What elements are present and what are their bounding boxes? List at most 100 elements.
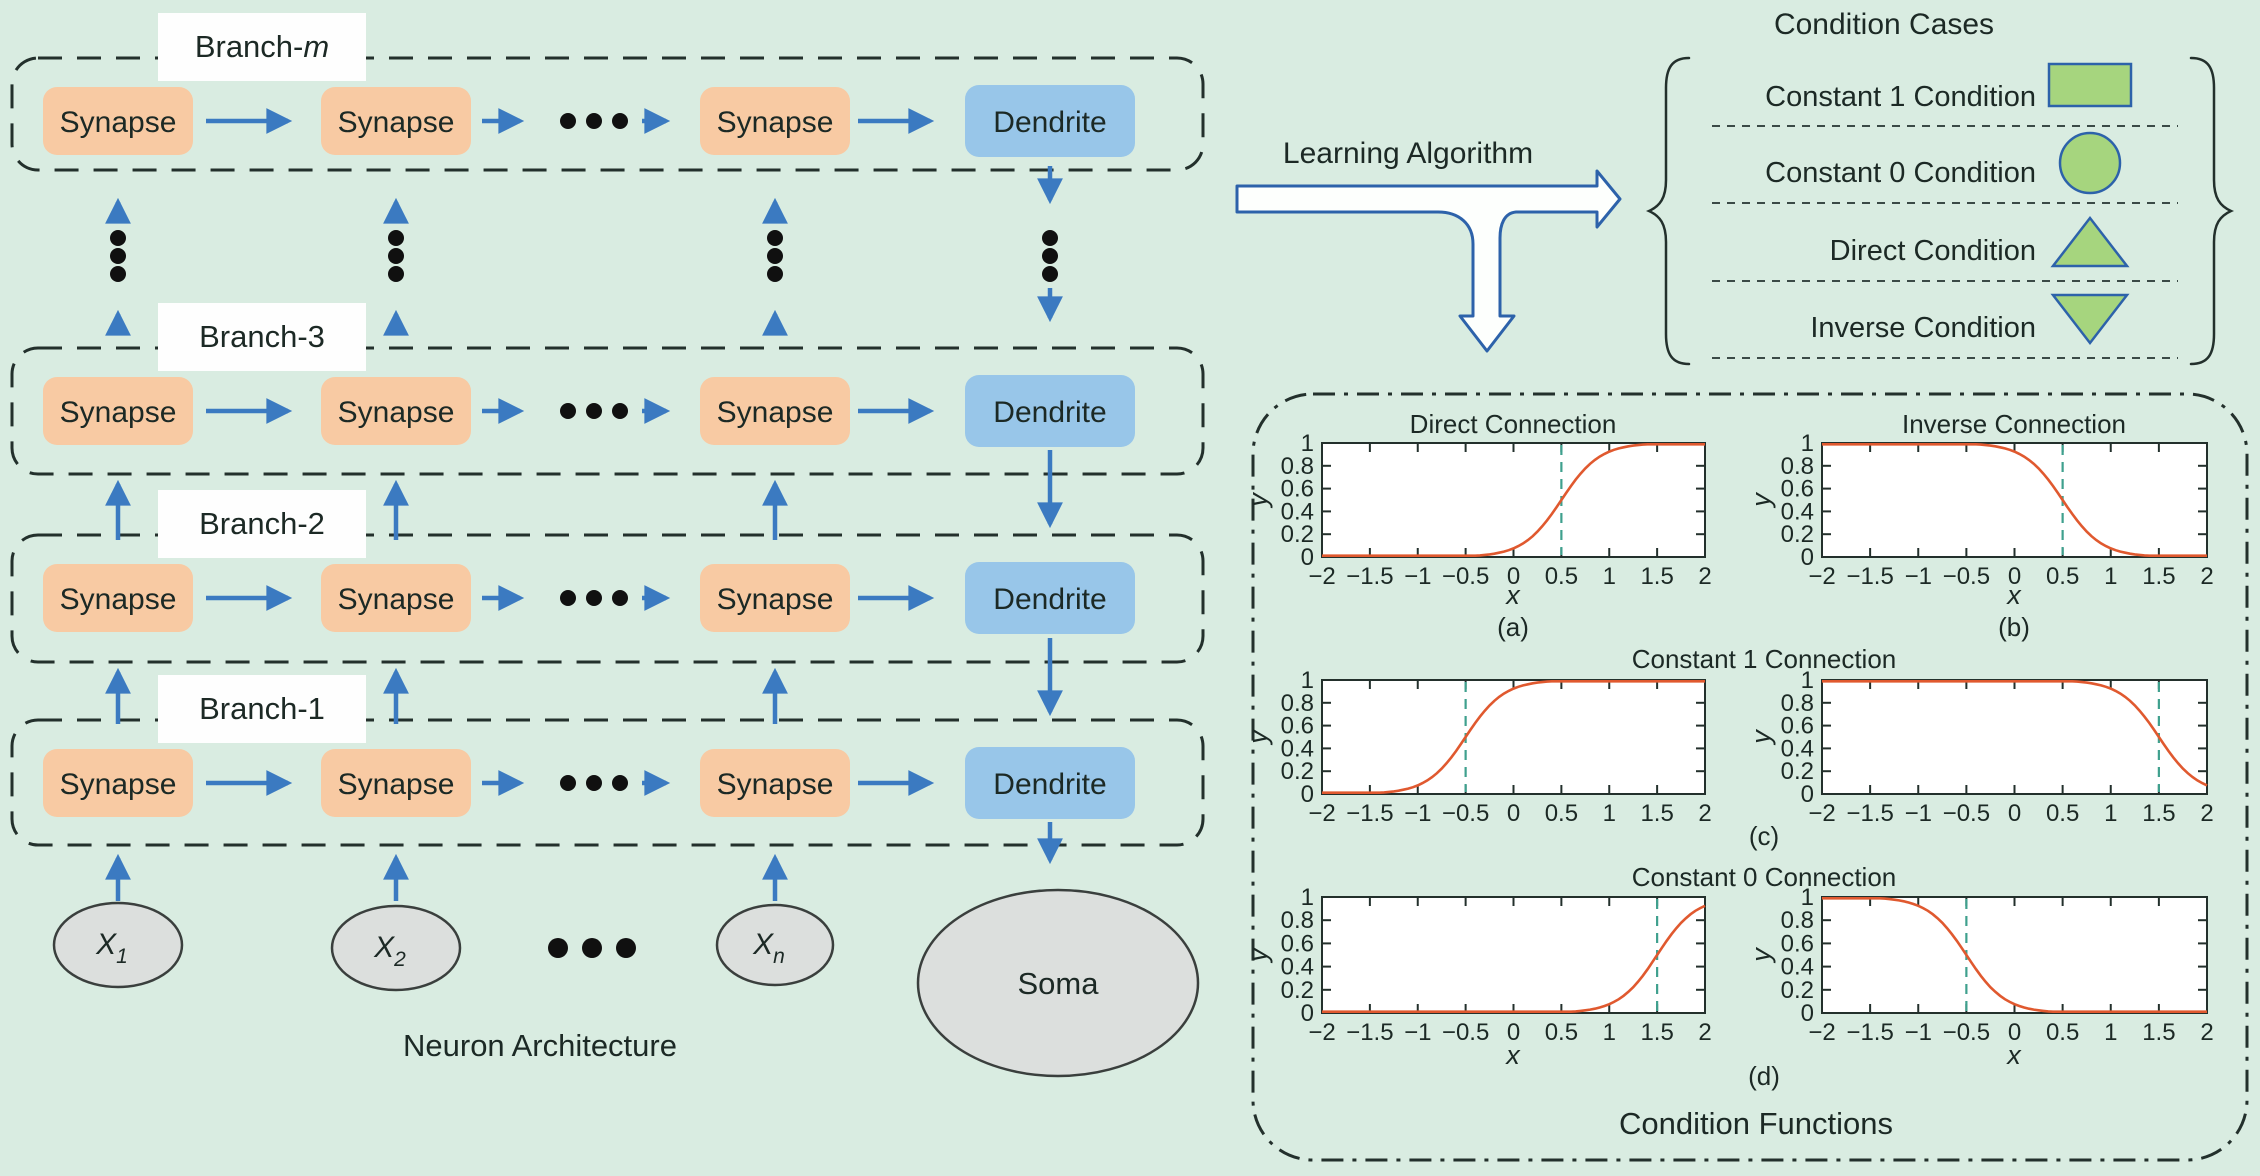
sigmoid-curve xyxy=(1322,680,1705,794)
y-tick-label: 0.6 xyxy=(1781,930,1814,957)
x-tick-label: 2 xyxy=(1698,563,1711,590)
synapse-label: Synapse xyxy=(717,768,834,801)
ellipsis-dot xyxy=(612,403,628,419)
x-tick-label: −1 xyxy=(1404,1019,1431,1046)
y-tick-label: 0.4 xyxy=(1281,954,1314,981)
y-tick-label: 0 xyxy=(1301,544,1314,571)
x-tick-label: 0.5 xyxy=(2046,800,2079,827)
plot-area xyxy=(1321,679,1706,795)
x-tick-label: 2 xyxy=(1698,1019,1711,1046)
y-tick-label: 1 xyxy=(1301,667,1314,694)
plot-group-title: Constant 1 Connection xyxy=(1632,644,1897,674)
subplot-caption: (c) xyxy=(1749,821,1779,851)
y-tick-label: 1 xyxy=(1301,430,1314,457)
x-tick-label: −1.5 xyxy=(1846,563,1893,590)
vertical-ellipsis xyxy=(1042,230,1058,282)
y-tick-label: 0.8 xyxy=(1781,453,1814,480)
x-tick-label: −0.5 xyxy=(1943,800,1990,827)
x-tick-label: 2 xyxy=(2200,800,2213,827)
input-node xyxy=(52,901,184,989)
synapse-box xyxy=(321,564,471,632)
branch-row-1: Branch-1 Synapse Synapse Synapse Dendrit… xyxy=(10,675,1205,847)
y-tick-label: 1 xyxy=(1801,667,1814,694)
x-tick-label: −2 xyxy=(1308,800,1335,827)
x-tick-label: −1.5 xyxy=(1346,1019,1393,1046)
x-tick-label: −1.5 xyxy=(1846,1019,1893,1046)
synapse-label: Synapse xyxy=(717,106,834,139)
input-label: X1 xyxy=(95,928,128,968)
y-tick-label: 0 xyxy=(1801,781,1814,808)
branch-label: Branch-2 xyxy=(199,506,325,541)
x-tick-label: −1 xyxy=(1404,800,1431,827)
x-tick-label: 0 xyxy=(2008,563,2021,590)
left-brace-icon xyxy=(1645,56,1691,366)
x-tick-label: −1.5 xyxy=(1346,800,1393,827)
y-axis-label: y xyxy=(1243,729,1273,746)
triangle-down-icon xyxy=(2050,293,2130,346)
condition-functions-panel: Direct Connection Inverse Connection Con… xyxy=(1243,392,2249,1162)
x-tick-label: −2 xyxy=(1808,800,1835,827)
ellipsis-dot xyxy=(560,590,576,606)
x-tick-label: 0.5 xyxy=(1545,800,1578,827)
sigmoid-curve xyxy=(1322,904,1706,1013)
y-axis-label: y xyxy=(1746,947,1776,964)
condition-functions-title: Condition Functions xyxy=(1619,1106,1893,1141)
x-tick-label: 0 xyxy=(1507,563,1520,590)
subplot-caption: (b) xyxy=(1998,612,2030,642)
x-tick-label: −2 xyxy=(1808,1019,1835,1046)
plot-area xyxy=(1321,896,1706,1014)
synapse-box xyxy=(321,749,471,817)
y-axis-label: y xyxy=(1243,947,1273,964)
dendrite-down-arrows xyxy=(1037,166,1063,865)
condition-cases-panel: Condition Cases Constant 1 Condition Con… xyxy=(1645,8,2235,366)
y-tick-label: 0.4 xyxy=(1281,498,1314,525)
x-tick-label: −0.5 xyxy=(1943,563,1990,590)
sigmoid-curve xyxy=(1322,443,1705,557)
branch-box xyxy=(10,718,1205,847)
branch-box xyxy=(10,533,1205,664)
section-label: Neuron Architecture xyxy=(403,1028,677,1063)
x-tick-label: 1 xyxy=(1603,1019,1616,1046)
branch-row-3: Branch-3 Synapse Synapse Synapse Dendrit… xyxy=(10,303,1205,476)
synapse-label: Synapse xyxy=(338,396,455,429)
x-tick-label: 1.5 xyxy=(2142,1019,2175,1046)
ellipsis-horizontal xyxy=(548,938,636,958)
ellipsis-dot xyxy=(586,775,602,791)
x-tick-label: 1.5 xyxy=(2142,800,2175,827)
branch-row-m: Branch-m Synapse Synapse Synapse Dendrit… xyxy=(10,13,1205,172)
y-axis-label: y xyxy=(1243,492,1273,509)
dash-dot-border xyxy=(1251,392,2249,1162)
fork-arrow-icon xyxy=(1235,169,1622,353)
input-label: Xn xyxy=(752,928,785,968)
y-tick-label: 0 xyxy=(1801,544,1814,571)
dendrite-box xyxy=(965,562,1135,634)
condition-case-label: Direct Condition xyxy=(1830,235,2036,267)
y-tick-label: 0.8 xyxy=(1781,907,1814,934)
y-tick-label: 0.2 xyxy=(1781,521,1814,548)
y-tick-label: 0.4 xyxy=(1281,735,1314,762)
synapse-label: Synapse xyxy=(60,106,177,139)
plot-area xyxy=(1821,896,2208,1014)
x-tick-label: 0 xyxy=(1507,1019,1520,1046)
y-tick-label: 1 xyxy=(1801,430,1814,457)
y-tick-label: 0.4 xyxy=(1781,954,1814,981)
x-tick-label: 0.5 xyxy=(1545,1019,1578,1046)
dendrite-box xyxy=(965,747,1135,819)
learning-algorithm: Learning Algorithm xyxy=(1235,137,1622,353)
ellipsis-dot xyxy=(612,113,628,129)
y-tick-label: 0.2 xyxy=(1281,977,1314,1004)
y-tick-label: 0.6 xyxy=(1781,476,1814,503)
synapse-label: Synapse xyxy=(60,396,177,429)
vertical-ellipsis xyxy=(110,230,783,282)
x-tick-label: 1.5 xyxy=(1640,1019,1673,1046)
ellipsis-dot xyxy=(560,775,576,791)
x-tick-label: −1 xyxy=(1404,563,1431,590)
branch-label: Branch-3 xyxy=(199,319,325,354)
x-tick-label: −1.5 xyxy=(1346,563,1393,590)
x-tick-label: 2 xyxy=(2200,1019,2213,1046)
